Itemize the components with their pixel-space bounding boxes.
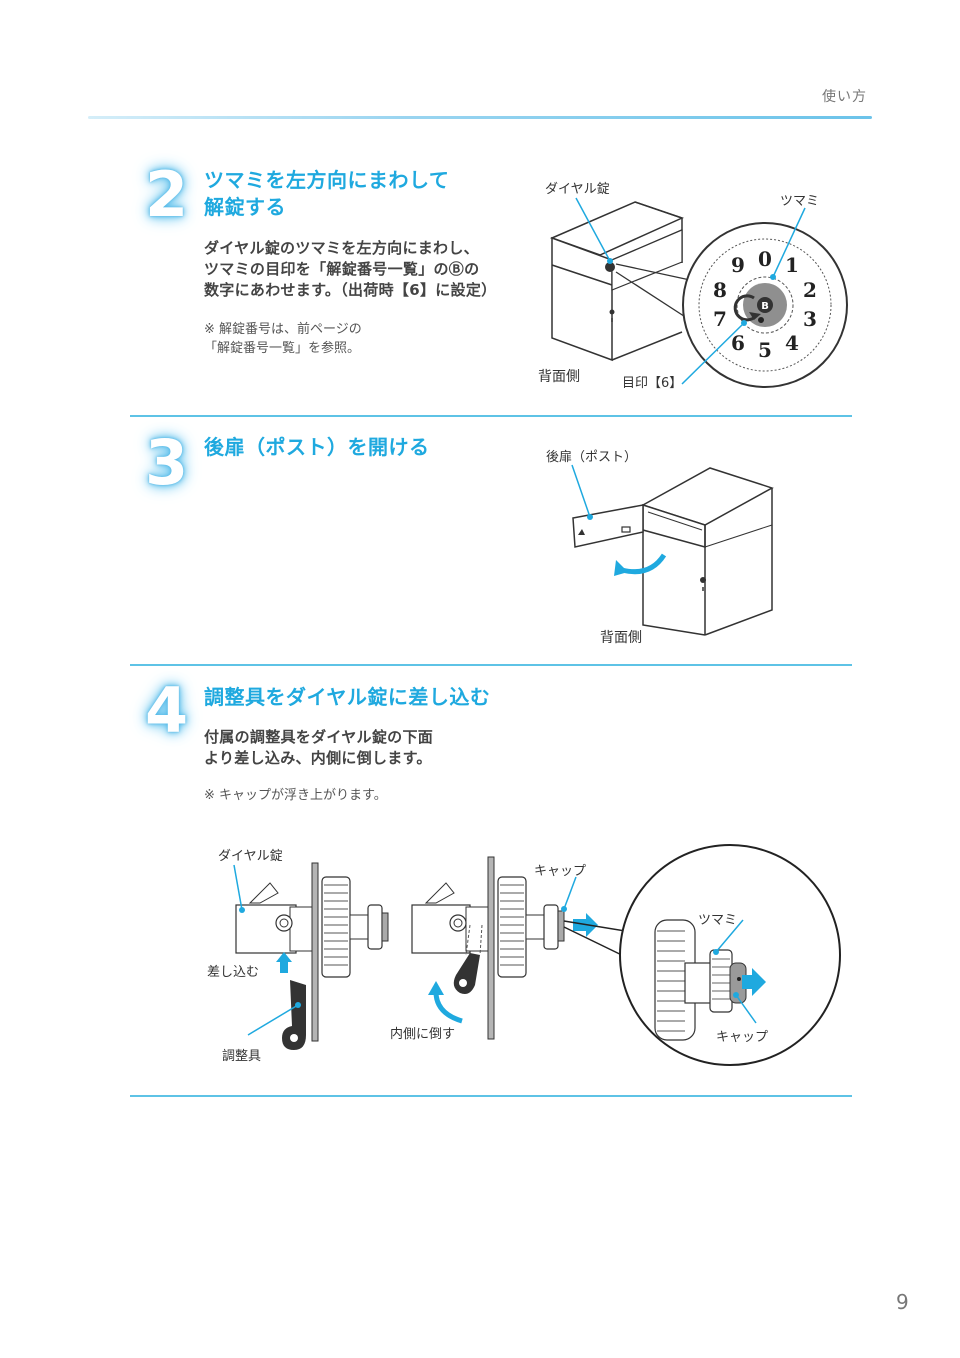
label-tilt-inward: 内側に倒す [390,1027,456,1042]
dial-number: 3 [803,307,817,331]
dial-number: 1 [785,253,799,277]
step-2-title-line2: 解錠する [204,195,286,219]
step-4-body: 付属の調整具をダイヤル錠の下面 より差し込み、内側に倒します。 [204,727,433,769]
dial-number: 5 [758,338,772,362]
label-cap: キャップ [716,1030,769,1045]
dial-number: 0 [758,247,772,271]
label-knob: ツマミ [780,194,820,209]
label-insert: 差し込む [207,965,260,980]
step-2-title-line1: ツマミを左方向にまわして [204,168,450,192]
section-divider [130,1095,852,1097]
step-2-body-line: ダイヤル錠のツマミを左方向にまわし、 [204,239,479,257]
header-rule [88,116,872,119]
step-2-body-line: 数字にあわせます。（出荷時【6】に設定） [204,281,497,299]
section-divider [130,415,852,417]
dial-number: 6 [731,331,745,355]
dial-number: 4 [785,331,799,355]
label-mark: 目印【6】 [622,376,683,391]
step-2-title: ツマミを左方向にまわして 解錠する [204,167,449,221]
label-dial-lock: ダイヤル錠 [218,849,283,864]
step-4-title: 調整具をダイヤル錠に差し込む [204,685,491,709]
step-2-note-line: ※ 解錠番号は、前ページの [204,322,362,337]
dial-center-letter: B [761,301,769,312]
step-2-body-line: ツマミの目印を「解錠番号一覧」のⒷの [204,260,480,278]
dial-number: 7 [713,307,727,331]
adjuster-insertion-illustration [233,844,841,1066]
label-cap: キャップ [534,864,587,879]
step-3-illustration: 後扉（ポスト） 背面側 [530,430,790,650]
step-number-4: 4 [145,674,189,747]
page-number: 9 [896,1290,909,1314]
step-3-title: 後扉（ポスト）を開ける [204,435,430,459]
section-label: 使い方 [822,89,867,105]
step-4-note: ※ キャップが浮き上がります。 [204,788,387,803]
cabinet-open-door-illustration [571,464,774,636]
label-dial-lock: ダイヤル錠 [545,182,610,197]
section-divider [130,664,852,666]
dial-number: 9 [731,253,745,277]
label-rear-door: 後扉（ポスト） [546,450,638,465]
label-knob: ツマミ [698,913,738,928]
dial-number: 2 [803,278,817,302]
step-4-illustration: ダイヤル錠 差し込む 調整具 キャップ 内側に倒す ツマミ キャップ [190,835,870,1095]
step-number-3: 3 [145,426,189,499]
step-2-illustration: B 0 1 2 3 4 5 6 7 8 9 ダイヤル錠 ツマミ 背面側 目印【6… [530,160,860,400]
step-4-body-line: より差し込み、内側に倒します。 [204,749,432,767]
step-2-note-line: 「解錠番号一覧」を参照。 [204,341,361,356]
label-back-side: 背面側 [600,630,642,646]
cabinet-dial-illustration: B 0 1 2 3 4 5 6 7 8 9 [549,197,848,388]
dial-number: 8 [713,278,727,302]
step-2-note: ※ 解錠番号は、前ページの 「解錠番号一覧」を参照。 [204,320,362,358]
step-4-body-line: 付属の調整具をダイヤル錠の下面 [204,728,434,746]
step-2-body: ダイヤル錠のツマミを左方向にまわし、 ツマミの目印を「解錠番号一覧」のⒷの 数字… [204,238,496,301]
label-adjuster: 調整具 [222,1049,262,1064]
step-number-2: 2 [145,158,189,231]
label-back-side: 背面側 [538,369,580,385]
